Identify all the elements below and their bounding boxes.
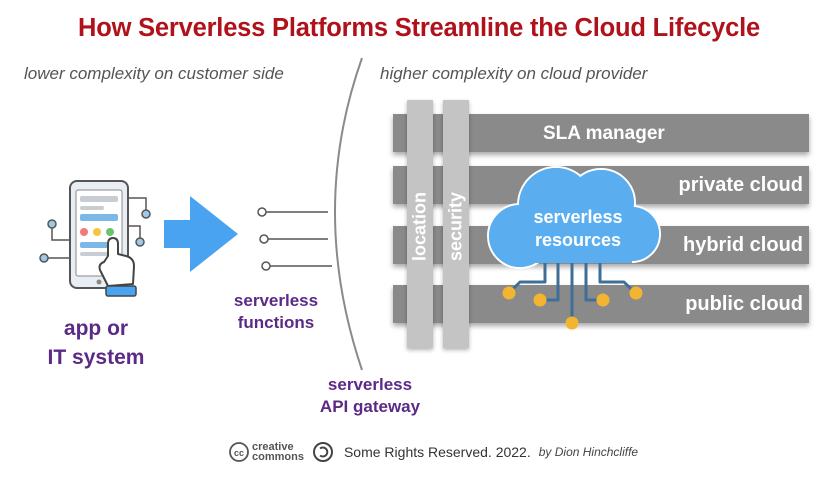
cc-line1: creative [252,441,294,453]
svg-text:cc: cc [234,448,244,458]
cc-text: creative commons [252,441,304,463]
gateway-label-line1: serverless [327,375,413,394]
creative-commons-icon: cc [229,442,249,462]
pillar-security: security [443,100,469,348]
copyleft-icon [312,442,333,462]
gateway-label-line2: API gateway [319,397,421,416]
layer-label: hybrid cloud [683,234,803,256]
cloud-label-line2: resources [534,230,622,250]
functions-label-line1: serverless [233,291,319,310]
subtitle-customer-side: lower complexity on customer side [24,64,284,83]
cloud-label-line1: serverless [533,207,623,227]
footer: cc creative commons Some Rights Reserved… [228,440,638,464]
layer-label: private cloud [678,174,803,196]
layer-label: public cloud [685,293,803,315]
creative-commons-logo: cc creative commons [228,441,304,463]
subtitle-cloud-provider: higher complexity on cloud provider [380,64,648,83]
functions-label-line2: functions [237,313,315,332]
pillar-location: location [407,100,433,348]
functions-label: serverless functions [221,290,331,334]
app-label: app or IT system [36,314,156,372]
cc-line2: commons [252,451,304,463]
layer-label: SLA manager [543,123,665,144]
cloud-label: serverless resources [498,206,658,252]
rights-text: Some Rights Reserved. 2022. [343,444,531,460]
gateway-label: serverless API gateway [305,374,435,418]
page-title: How Serverless Platforms Streamline the … [78,14,760,42]
app-label-line2: IT system [47,346,145,369]
author-text: by Dion Hinchcliffe [538,445,639,459]
app-label-line1: app or [63,317,129,340]
